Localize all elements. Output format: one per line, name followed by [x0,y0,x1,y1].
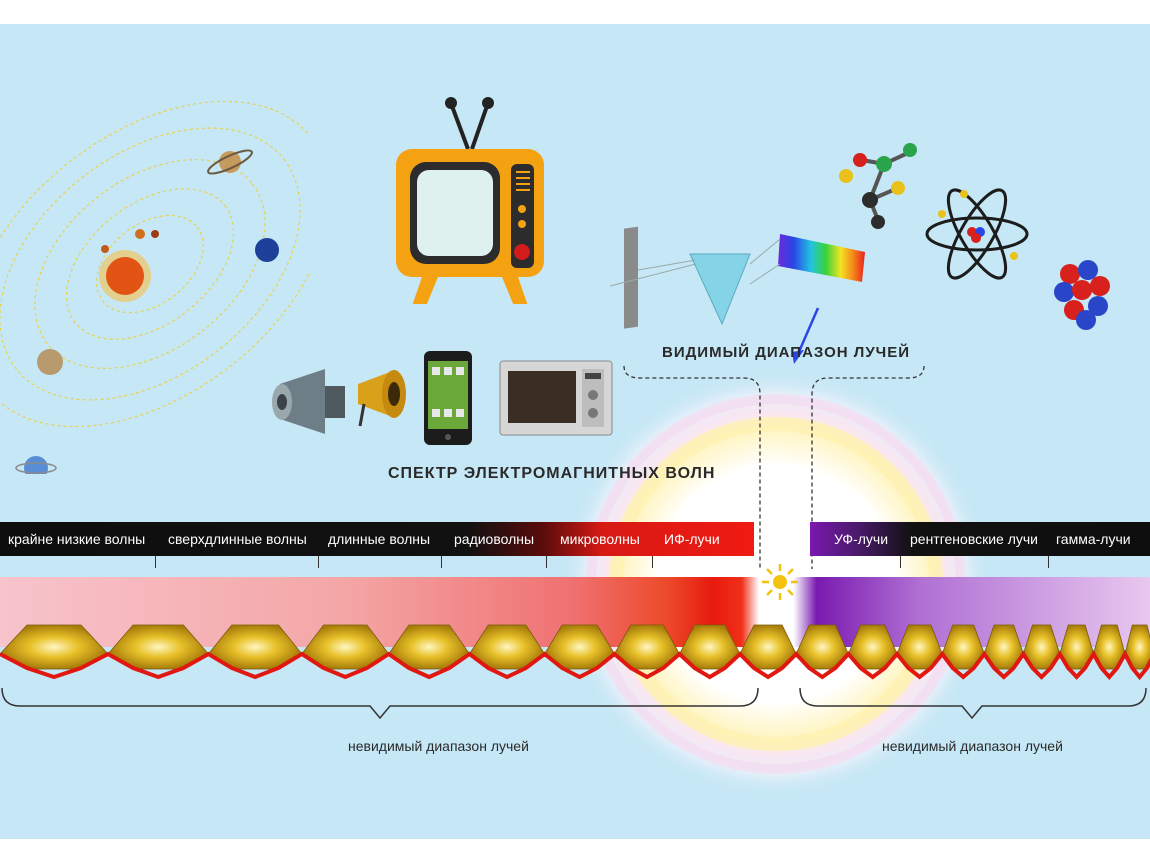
invisible-range-right-label: невидимый диапазон лучей [882,738,1063,754]
band-very-long: сверхдлинные волны [168,531,307,547]
band-divider-tick [155,556,156,568]
prism-icon [609,226,865,364]
smartphone-icon [424,351,472,445]
loudspeaker-icon [272,369,345,434]
band-divider-tick [1048,556,1049,568]
band-divider-tick [652,556,653,568]
wave-shapes [0,624,1150,670]
band-extremely-low: крайне низкие волны [8,531,146,547]
diagram-canvas: ВИДИМЫЙ ДИАПАЗОН ЛУЧЕЙ СПЕКТР ЭЛЕКТРОМАГ… [0,24,1150,839]
band-divider-tick [441,556,442,568]
visible-range-brace [623,365,925,569]
diagram-title: СПЕКТР ЭЛЕКТРОМАГНИТНЫХ ВОЛН [388,465,716,482]
band-gamma: гамма-лучи [1056,531,1131,547]
spectrum-band-right [810,522,1150,556]
wave-band [0,577,1150,681]
band-divider-tick [900,556,901,568]
band-long: длинные волны [328,531,431,547]
visible-range-label: ВИДИМЫЙ ДИАПАЗОН ЛУЧЕЙ [662,344,910,361]
band-radio: радиоволны [454,531,535,547]
microwave-oven-icon [499,360,613,436]
band-xray: рентгеновские лучи [910,531,1039,547]
atom-icon [925,188,1029,280]
molecule-icon [839,143,917,229]
sun-icon [762,564,798,600]
horn-speaker-icon [358,370,406,427]
solar-system-icon [0,100,310,474]
band-microwave: микроволны [560,531,640,547]
spectrum-band-left [0,522,754,556]
wave-line [0,649,1150,681]
invisible-range-left-label: невидимый диапазон лучей [348,738,529,754]
band-infrared: ИФ-лучи [664,531,720,547]
tv-icon [396,97,544,304]
band-ultraviolet: УФ-лучи [834,531,889,547]
band-divider-tick [318,556,319,568]
invisible-range-braces [1,687,1147,720]
nucleus-icon [1054,260,1110,330]
band-divider-tick [546,556,547,568]
